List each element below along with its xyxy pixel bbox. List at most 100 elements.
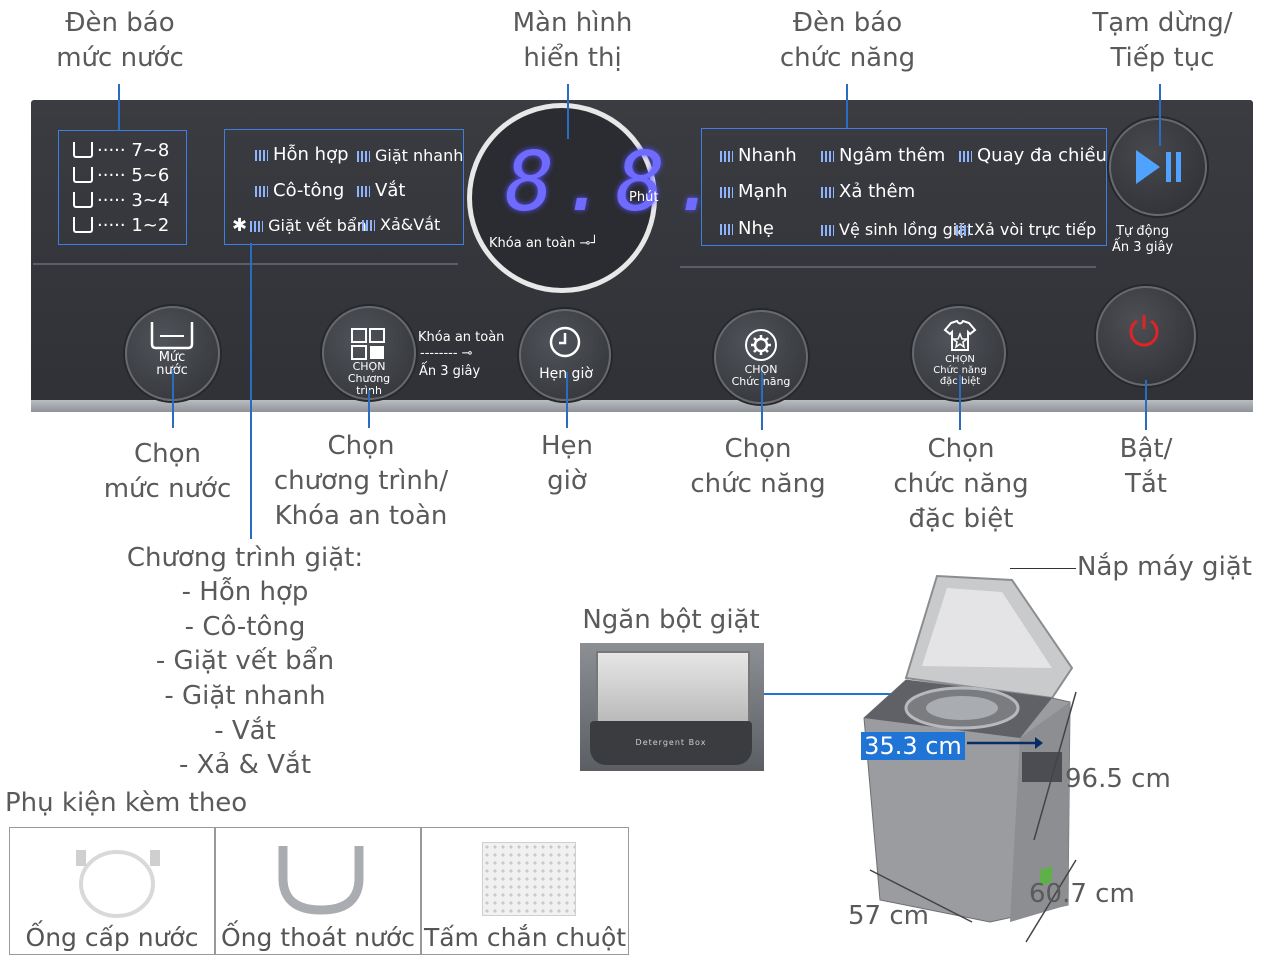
led-icon xyxy=(255,186,268,197)
dimension-lines xyxy=(869,691,1077,943)
panel-separator-left xyxy=(33,263,458,265)
led-icon xyxy=(956,225,969,236)
detergent-label: Ngăn bột giặt xyxy=(582,605,760,635)
callout-power: Bật/ Tắt xyxy=(1119,434,1173,499)
program-item: Hỗn hợp xyxy=(255,144,349,165)
callout-timer: Hẹn giờ xyxy=(540,431,594,496)
function-item: Nhanh xyxy=(720,145,797,166)
led-icon xyxy=(821,187,834,198)
function-frame xyxy=(701,128,1107,246)
drain-hose-icon xyxy=(278,846,364,915)
callout-pause-resume: Tạm dừng/ Tiếp tục xyxy=(1092,8,1233,73)
timer-button[interactable] xyxy=(519,309,611,401)
callout-line xyxy=(567,84,569,139)
callout-line xyxy=(959,375,961,430)
gear-icon xyxy=(745,329,777,361)
program-list-item: - Giặt nhanh xyxy=(164,681,326,711)
callout-select-program: Chọn chương trình/ Khóa an toàn xyxy=(273,431,449,531)
tshirt-star-icon xyxy=(943,320,977,351)
auto-start-label: Tự động Ấn 3 giây xyxy=(1112,224,1174,255)
panel-trim xyxy=(31,400,1253,412)
led-icon xyxy=(720,224,733,235)
led-icon xyxy=(821,225,834,236)
lock-hint-bottom: Ấn 3 giây xyxy=(419,364,481,379)
program-frame xyxy=(224,129,464,245)
callout-line xyxy=(846,84,848,128)
tank-icon xyxy=(73,142,93,158)
clock-icon xyxy=(549,326,581,358)
callout-function-light: Đèn báo chức năng xyxy=(779,8,916,73)
lock-divider: -------- ⊸ xyxy=(420,346,473,361)
function-item: Nhẹ xyxy=(720,218,774,239)
rat-guard-icon xyxy=(482,842,576,916)
dim-height: 96.5 cm xyxy=(1065,764,1171,794)
callout-line xyxy=(172,370,174,428)
led-icon xyxy=(362,220,375,231)
callout-display-screen: Màn hình hiển thị xyxy=(512,8,633,73)
water-level-row: ····· 7~8 xyxy=(73,140,169,161)
water-level-row: ····· 3~4 xyxy=(73,190,169,211)
led-icon xyxy=(959,151,972,162)
led-icon xyxy=(821,151,834,162)
program-list-item: - Hỗn hợp xyxy=(181,577,309,607)
program-item: Xả&Vắt xyxy=(362,215,440,234)
dim-inner-badge: 35.3 cm xyxy=(861,732,965,760)
callout-select-function: Chọn chức năng xyxy=(690,434,826,499)
accessory-drain-hose: Ống thoát nước xyxy=(215,827,421,955)
water-level-frame xyxy=(58,130,187,245)
display-digits: 8.8. xyxy=(505,135,727,230)
dim-width: 57 cm xyxy=(848,901,929,931)
play-pause-icon xyxy=(1136,150,1181,184)
lock-hint-top: Khóa an toàn xyxy=(418,330,505,345)
program-item: ✱Giặt vết bẩn xyxy=(232,215,367,236)
led-icon xyxy=(357,186,370,197)
function-item: Xả vòi trực tiếp xyxy=(956,220,1096,239)
special-function-button-label: CHỌN Chức năng đặc biệt xyxy=(933,354,987,387)
display-lock: Khóa an toàn ⊸┘ xyxy=(489,236,599,251)
power-button[interactable] xyxy=(1096,286,1196,386)
tub-icon xyxy=(150,322,194,350)
program-item: Vắt xyxy=(357,180,405,201)
program-list-title: Chương trình giặt: xyxy=(126,543,364,573)
display-screen xyxy=(467,103,657,293)
program-list-item: - Giặt vết bẩn xyxy=(155,646,335,676)
key-icon: ⊸┘ xyxy=(579,236,599,251)
detergent-drawer-photo: Detergent Box xyxy=(580,643,764,771)
grid-icon xyxy=(351,328,385,360)
fan-icon: ✱ xyxy=(232,215,248,236)
program-list-item: - Xả & Vắt xyxy=(178,750,312,780)
drawer-front: Detergent Box xyxy=(590,721,752,765)
tank-icon xyxy=(73,217,93,233)
drawer-tray xyxy=(596,651,750,727)
program-list-item: - Vắt xyxy=(214,716,276,746)
program-list-item: - Cô-tông xyxy=(184,612,306,642)
program-button[interactable] xyxy=(322,306,416,400)
callout-line xyxy=(250,243,252,539)
water-level-row: ····· 5~6 xyxy=(73,165,169,186)
function-item: Ngâm thêm xyxy=(821,145,945,166)
callout-select-special: Chọn chức năng đặc biệt xyxy=(893,434,1029,534)
callout-line xyxy=(761,372,763,430)
program-button-label: CHỌN Chương trình xyxy=(347,360,391,397)
function-item: Quay đa chiều xyxy=(959,145,1107,166)
callout-line xyxy=(566,372,568,428)
led-icon xyxy=(720,187,733,198)
tank-icon xyxy=(73,192,93,208)
water-level-row: ····· 1~2 xyxy=(73,215,169,236)
program-item: Giặt nhanh xyxy=(357,146,463,165)
function-button-label: CHỌN Chức năng xyxy=(731,363,791,388)
inlet-hose-icon xyxy=(76,850,160,918)
callout-select-water: Chọn mức nước xyxy=(103,439,232,504)
accessory-inlet-hose: Ống cấp nước xyxy=(9,827,215,955)
callout-water-level-light: Đèn báo mức nước xyxy=(56,8,184,73)
led-icon xyxy=(250,221,264,232)
callout-line xyxy=(1159,84,1161,146)
detergent-leader xyxy=(764,693,980,695)
panel-separator-right xyxy=(680,266,1096,268)
callout-line xyxy=(368,390,370,428)
function-item: Xả thêm xyxy=(821,181,915,202)
function-item: Vệ sinh lồng giặt xyxy=(821,220,973,239)
accessories-title: Phụ kiện kèm theo xyxy=(5,788,248,818)
function-item: Mạnh xyxy=(720,181,787,202)
callout-line xyxy=(118,84,120,130)
